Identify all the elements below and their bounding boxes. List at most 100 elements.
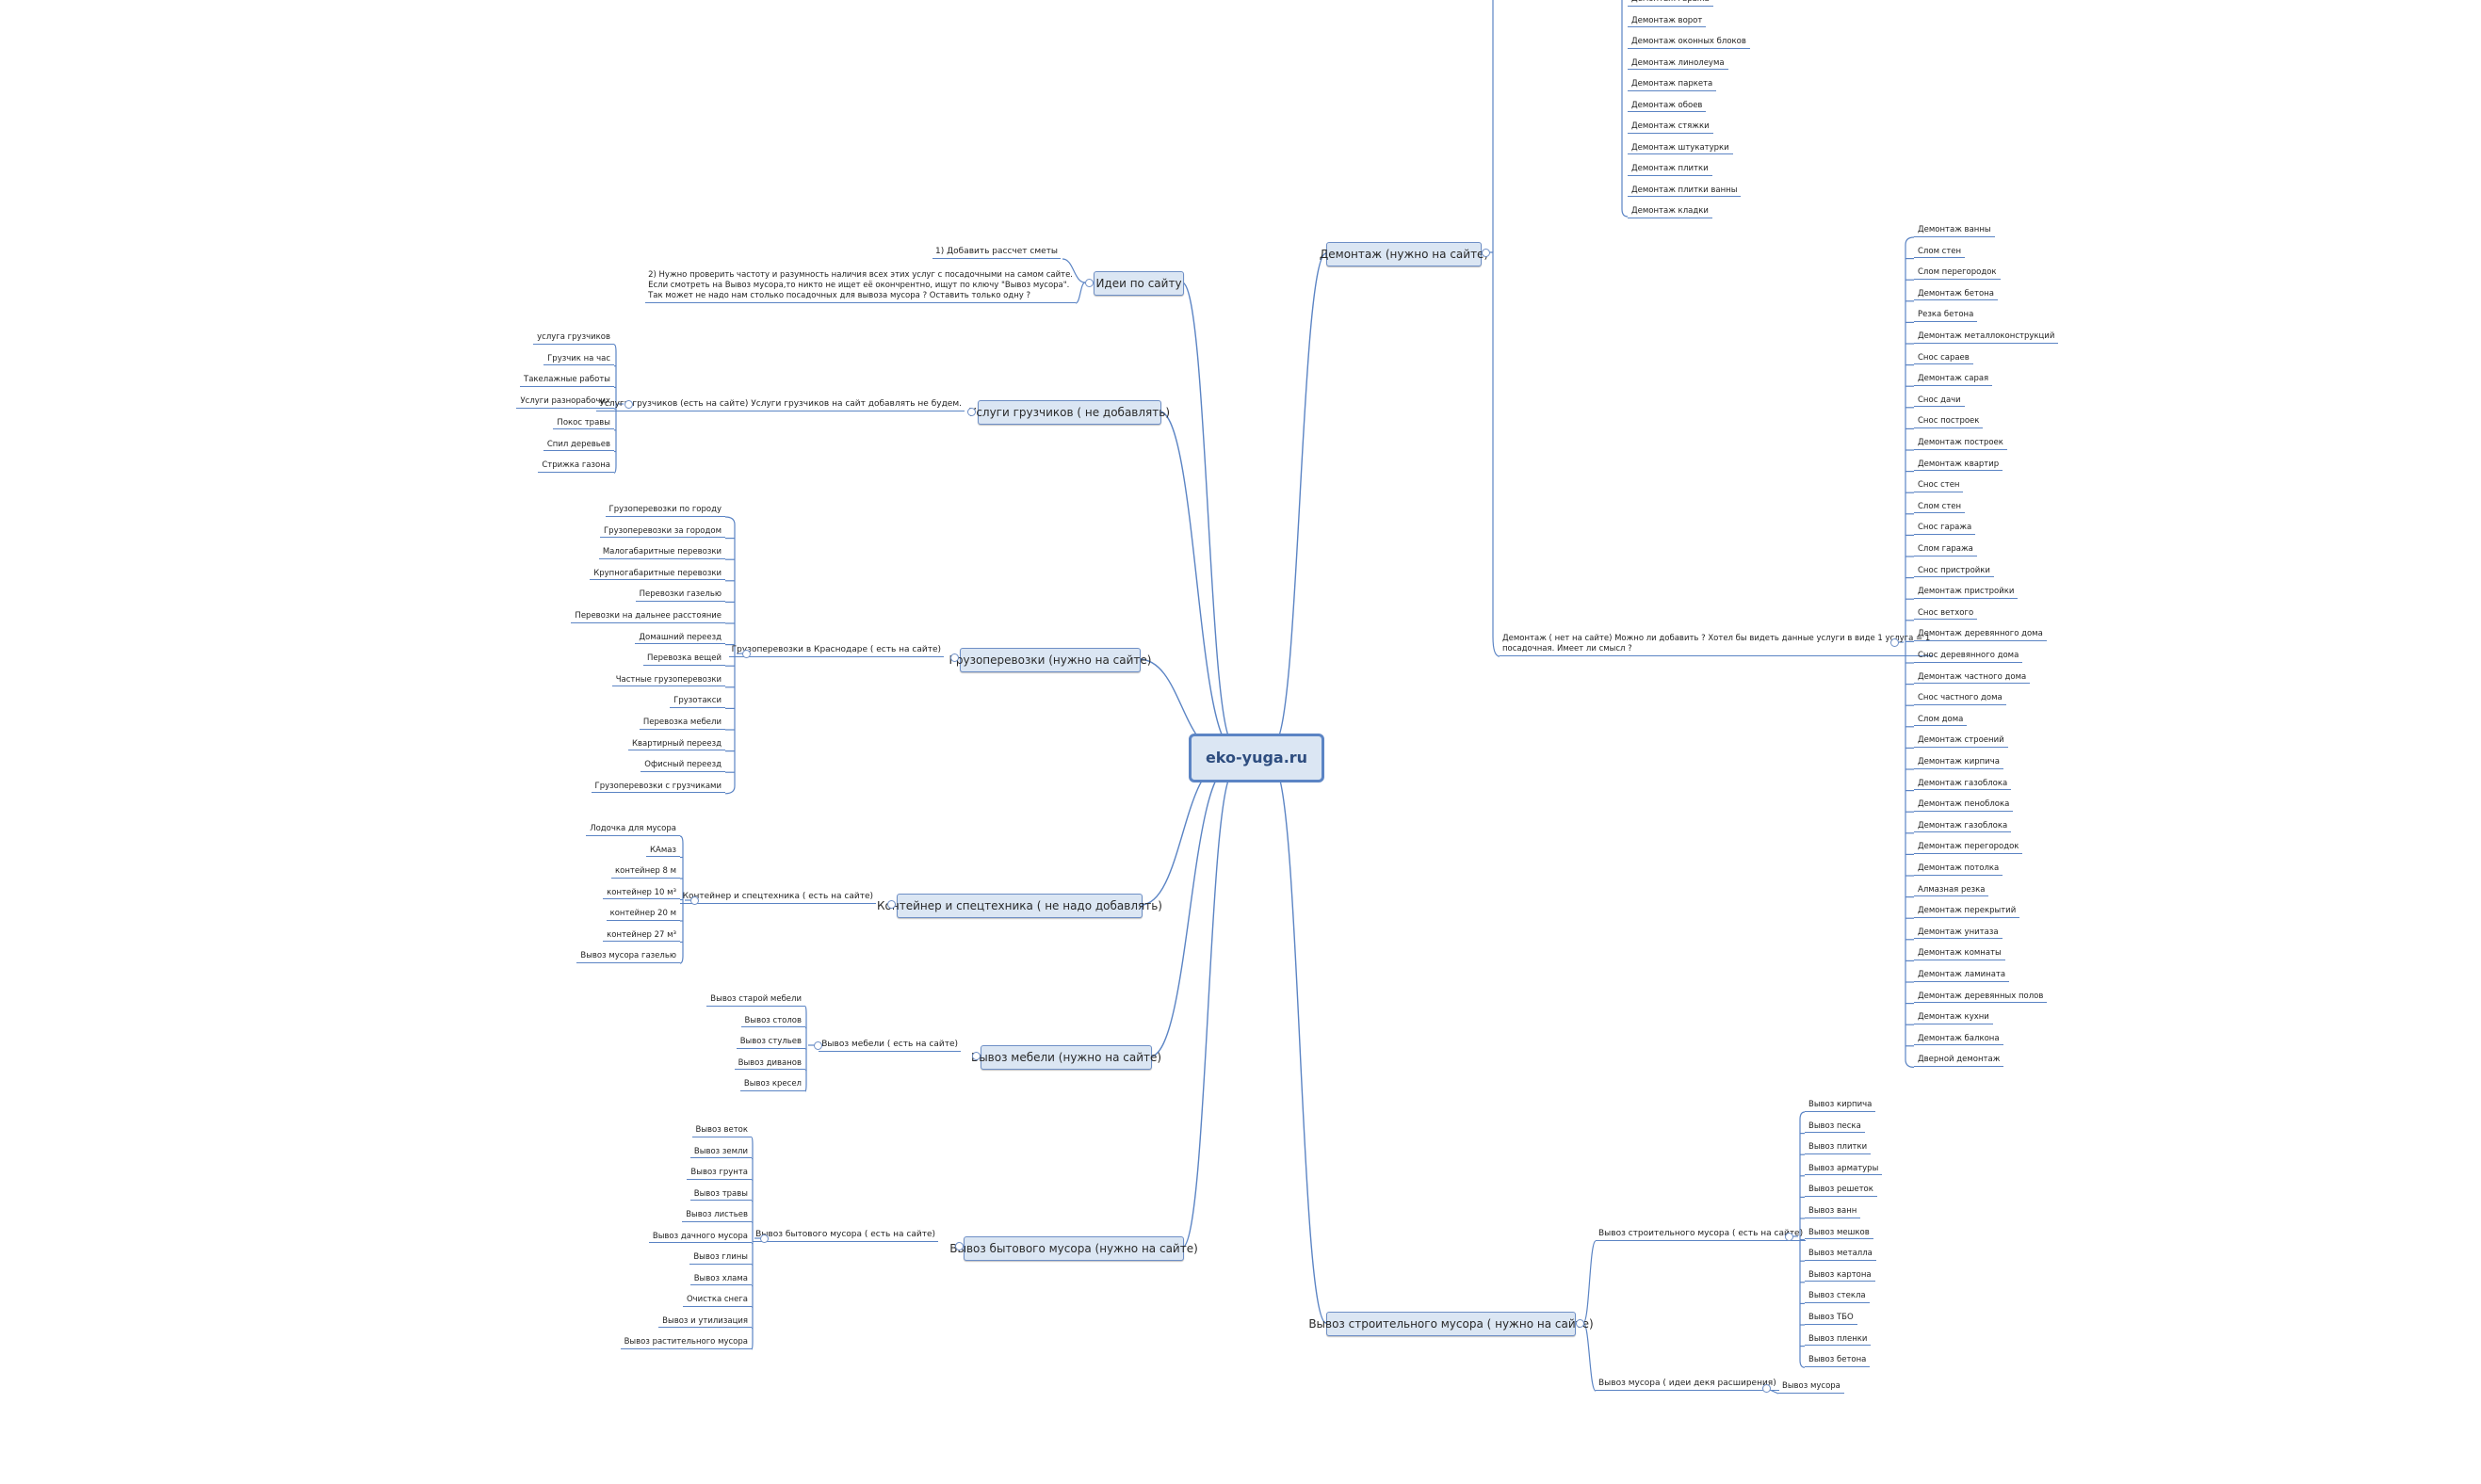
movers-item[interactable]: Услуги разнорабочих [516, 396, 614, 409]
movers-item[interactable]: Спил деревьев [543, 440, 614, 452]
cargo-item[interactable]: Крупногабаритные перевозки [590, 569, 725, 581]
collapse-toggle[interactable] [955, 1242, 964, 1250]
demolition-subitem[interactable]: Демонтаж газоблока [1914, 779, 2012, 791]
demolition-subitem[interactable]: Демонтаж комнаты [1914, 948, 2005, 961]
household-subtopic[interactable]: Вывоз бытового мусора ( есть на сайте) [753, 1230, 938, 1243]
movers-item[interactable]: Такелажные работы [520, 375, 614, 388]
cargo-item[interactable]: Квартирный переезд [627, 739, 725, 751]
container-item[interactable]: контейнер 10 м³ [603, 888, 680, 900]
demolition-item[interactable]: Демонтаж паркета [1628, 79, 1717, 91]
collapse-toggle[interactable] [887, 900, 896, 909]
demolition-subitem[interactable]: Снос дачи [1914, 395, 1965, 408]
demolition-subitem[interactable]: Демонтаж деревянных полов [1914, 992, 2048, 1004]
construction-item[interactable]: Вывоз песка [1805, 1121, 1865, 1134]
demolition-subitem[interactable]: Слом стен [1914, 247, 1966, 259]
demolition-subitem[interactable]: Снос построек [1914, 416, 1984, 429]
collapse-toggle[interactable] [814, 1041, 822, 1050]
household-item[interactable]: Вывоз земли [689, 1147, 752, 1159]
demolition-subtopic[interactable]: Демонтаж ( нет на сайте) Можно ли добави… [1500, 634, 1934, 656]
demolition-subitem[interactable]: Демонтаж ламината [1914, 970, 2010, 982]
collapse-toggle[interactable] [950, 653, 959, 662]
construction-subtopic[interactable]: Вывоз строительного мусора ( есть на сай… [1596, 1229, 1807, 1242]
demolition-subitem[interactable]: Слом дома [1914, 715, 1968, 727]
demolition-subitem[interactable]: Демонтаж кирпича [1914, 757, 2003, 769]
idea-item[interactable]: 2) Нужно проверить частоту и разумность … [645, 270, 1076, 303]
demolition-subitem[interactable]: Демонтаж бетона [1914, 289, 1998, 301]
furniture-item[interactable]: Вывоз старой мебели [706, 994, 805, 1007]
topic-movers[interactable]: Услуги грузчиков ( не добавлять) [969, 400, 1170, 425]
household-item[interactable]: Вывоз растительного мусора [620, 1337, 752, 1349]
construction-item[interactable]: Вывоз плитки [1805, 1142, 1872, 1154]
collapse-toggle[interactable] [1762, 1384, 1771, 1393]
demolition-subitem[interactable]: Снос частного дома [1914, 693, 2006, 705]
root-topic[interactable]: eko-yuga.ru [1189, 734, 1324, 782]
household-item[interactable]: Вывоз глины [689, 1252, 752, 1265]
cargo-item[interactable]: Офисный переезд [641, 760, 725, 772]
demolition-subitem[interactable]: Слом стен [1914, 502, 1966, 514]
demolition-subitem[interactable]: Снос сараев [1914, 353, 1973, 365]
demolition-subitem[interactable]: Демонтаж сарая [1914, 374, 1993, 386]
construction-item[interactable]: Вывоз мешков [1805, 1228, 1873, 1240]
cargo-item[interactable]: Грузоперевозки по городу [605, 505, 725, 517]
construction-item[interactable]: Вывоз арматуры [1805, 1164, 1883, 1176]
demolition-subitem[interactable]: Демонтаж квартир [1914, 460, 2003, 472]
collapse-toggle[interactable] [972, 1052, 981, 1060]
construction-item[interactable]: Вывоз бетона [1805, 1355, 1871, 1367]
collapse-toggle[interactable] [742, 650, 751, 658]
collapse-toggle[interactable] [690, 896, 699, 905]
construction-item[interactable]: Вывоз ванн [1805, 1206, 1861, 1218]
topic-furniture[interactable]: Вывоз мебели (нужно на сайте) [971, 1045, 1161, 1070]
demolition-subitem[interactable]: Демонтаж балкона [1914, 1034, 2003, 1046]
cargo-item[interactable]: Грузоперевозки с грузчиками [591, 782, 725, 794]
household-item[interactable]: Очистка снега [682, 1295, 752, 1307]
containers-subtopic[interactable]: Контейнер и спецтехника ( есть на сайте) [679, 892, 876, 905]
movers-item[interactable]: Грузчик на час [543, 354, 614, 366]
construction-idea-item[interactable]: Вывоз мусора [1778, 1381, 1844, 1394]
container-item[interactable]: Вывоз мусора газелью [576, 951, 680, 963]
construction-item[interactable]: Вывоз картона [1805, 1270, 1875, 1282]
container-item[interactable]: контейнер 8 м [610, 866, 680, 879]
cargo-item[interactable]: Малогабаритные перевозки [598, 547, 725, 559]
movers-subtopic[interactable]: Услуги грузчиков (есть на сайте) Услуги … [596, 399, 965, 412]
demolition-subitem[interactable]: Снос стен [1914, 480, 1964, 492]
demolition-subitem[interactable]: Демонтаж кухни [1914, 1012, 1993, 1024]
demolition-subitem[interactable]: Демонтаж перекрытий [1914, 906, 2020, 918]
demolition-subitem[interactable]: Алмазная резка [1914, 885, 1989, 897]
topic-ideas[interactable]: Идеи по сайту [1094, 271, 1184, 296]
construction-item[interactable]: Вывоз решеток [1805, 1185, 1877, 1198]
demolition-item[interactable]: Демонтаж линолеума [1628, 58, 1728, 71]
construction-subtopic-2[interactable]: Вывоз мусора ( идеи декя расширения) [1596, 1379, 1779, 1392]
collapse-toggle[interactable] [1785, 1233, 1793, 1241]
demolition-item[interactable]: Демонтаж кладки [1628, 206, 1712, 218]
demolition-subitem[interactable]: Снос деревянного дома [1914, 651, 2023, 663]
container-item[interactable]: контейнер 27 м³ [603, 930, 680, 943]
demolition-subitem[interactable]: Дверной демонтаж [1914, 1055, 2004, 1068]
cargo-item[interactable]: Домашний переезд [635, 633, 725, 645]
demolition-item[interactable]: Демонтаж плитки ванны [1628, 186, 1742, 198]
demolition-item[interactable]: Демонтаж гаража [1628, 0, 1713, 7]
movers-item[interactable]: Покос травы [553, 418, 614, 430]
construction-item[interactable]: Вывоз ТБО [1805, 1313, 1857, 1325]
cargo-item[interactable]: Перевозка мебели [639, 718, 725, 730]
demolition-subitem[interactable]: Демонтаж металлоконструкций [1914, 331, 2059, 344]
demolition-item[interactable]: Демонтаж стяжки [1628, 121, 1713, 134]
household-item[interactable]: Вывоз хлама [689, 1274, 752, 1286]
cargo-item[interactable]: Грузотакси [670, 696, 725, 709]
demolition-subitem[interactable]: Резка бетона [1914, 310, 1978, 323]
demolition-subitem[interactable]: Слом гаража [1914, 544, 1977, 556]
furniture-item[interactable]: Вывоз диванов [734, 1058, 805, 1071]
demolition-subitem[interactable]: Демонтаж частного дома [1914, 672, 2031, 685]
cargo-item[interactable]: Частные грузоперевозки [611, 675, 725, 687]
household-item[interactable]: Вывоз листьев [682, 1210, 752, 1222]
topic-household[interactable]: Вывоз бытового мусора (нужно на сайте) [949, 1236, 1198, 1261]
cargo-subtopic[interactable]: Грузоперевозки в Краснодаре ( есть на са… [728, 645, 944, 658]
demolition-subitem[interactable]: Демонтаж деревянного дома [1914, 629, 2047, 642]
demolition-item[interactable]: Демонтаж ворот [1628, 16, 1707, 28]
household-item[interactable]: Вывоз дачного мусора [648, 1232, 752, 1244]
demolition-subitem[interactable]: Демонтаж перегородок [1914, 842, 2023, 855]
demolition-item[interactable]: Демонтаж плитки [1628, 164, 1712, 176]
collapse-toggle[interactable] [624, 400, 633, 409]
furniture-item[interactable]: Вывоз стульев [736, 1037, 805, 1049]
demolition-subitem[interactable]: Демонтаж унитаза [1914, 928, 2003, 940]
construction-item[interactable]: Вывоз кирпича [1805, 1100, 1876, 1112]
